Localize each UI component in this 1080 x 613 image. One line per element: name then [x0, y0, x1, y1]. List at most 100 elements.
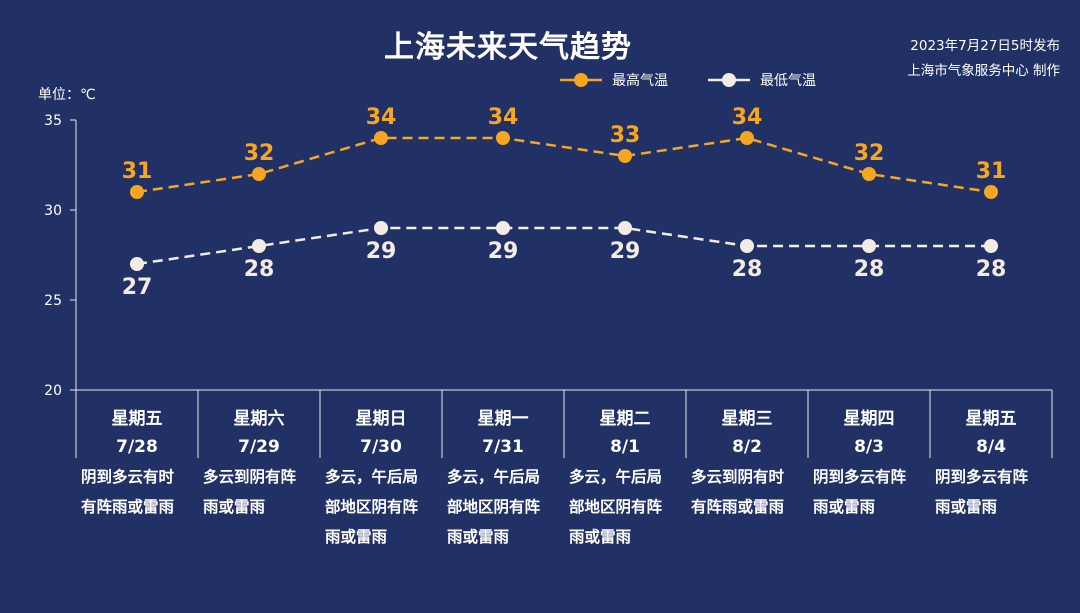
weather-description-line: 雨或雷雨 — [813, 498, 876, 516]
data-point-high — [496, 131, 510, 145]
weather-description-line: 阴到多云有阵 — [935, 468, 1029, 486]
data-point-low — [862, 239, 876, 253]
legend-high-label: 最高气温 — [612, 73, 668, 89]
date-label: 7/30 — [360, 437, 402, 457]
data-label-low: 28 — [976, 257, 1007, 282]
date-label: 7/31 — [482, 437, 524, 457]
weather-description: 阴到多云有阵雨或雷雨 — [813, 462, 925, 522]
legend-item-low: 最低气温 — [708, 70, 816, 90]
weather-description: 阴到多云有时有阵雨或雷雨 — [81, 462, 193, 522]
data-label-high: 34 — [488, 105, 519, 130]
data-label-high: 31 — [976, 159, 1007, 184]
data-label-low: 28 — [244, 257, 275, 282]
day-header: 星期日 7/30 — [320, 392, 442, 458]
y-tick-label: 25 — [44, 293, 62, 309]
weekday-label: 星期三 — [721, 409, 773, 429]
day-header: 星期四 8/3 — [808, 392, 930, 458]
legend-low-marker-icon — [708, 73, 750, 87]
data-label-high: 32 — [244, 141, 275, 166]
weather-description-line: 有阵雨或雷雨 — [81, 498, 175, 516]
weather-description-line: 雨或雷雨 — [325, 528, 388, 546]
data-point-low — [496, 221, 510, 235]
data-label-low: 29 — [488, 239, 519, 264]
data-label-low: 27 — [122, 275, 153, 300]
data-label-low: 29 — [610, 239, 641, 264]
weather-description-line: 阴到多云有时 — [81, 468, 175, 486]
data-point-high — [252, 167, 266, 181]
weather-description-line: 部地区阴有阵 — [447, 498, 541, 516]
weekday-label: 星期一 — [477, 409, 529, 429]
weather-description-line: 阴到多云有阵 — [813, 468, 907, 486]
weather-description: 多云，午后局部地区阴有阵雨或雷雨 — [447, 462, 559, 552]
weather-description-line: 多云，午后局 — [447, 468, 541, 486]
publish-info: 2023年7月27日5时发布 上海市气象服务中心 制作 — [907, 34, 1060, 84]
day-header: 星期六 7/29 — [198, 392, 320, 458]
y-tick-label: 35 — [44, 113, 62, 129]
data-point-low — [740, 239, 754, 253]
producer-credit: 上海市气象服务中心 制作 — [907, 63, 1060, 79]
day-header: 星期一 7/31 — [442, 392, 564, 458]
weekday-label: 星期日 — [355, 409, 407, 429]
date-label: 8/4 — [976, 437, 1006, 457]
data-label-high: 32 — [854, 141, 885, 166]
data-label-high: 31 — [122, 159, 153, 184]
day-header: 星期二 8/1 — [564, 392, 686, 458]
data-label-low: 28 — [732, 257, 763, 282]
date-label: 8/1 — [610, 437, 640, 457]
weather-description-line: 部地区阴有阵 — [325, 498, 419, 516]
weekday-label: 星期五 — [965, 409, 1017, 429]
data-point-high — [618, 149, 632, 163]
data-label-low: 29 — [366, 239, 397, 264]
data-point-low — [374, 221, 388, 235]
weather-description-line: 多云，午后局 — [325, 468, 419, 486]
series-line-high — [136, 136, 992, 194]
weather-description: 多云，午后局部地区阴有阵雨或雷雨 — [325, 462, 437, 552]
data-label-high: 34 — [366, 105, 397, 130]
chart-title: 上海未来天气趋势 — [384, 30, 632, 65]
legend-high-marker-icon — [560, 73, 602, 87]
weather-description: 多云到阴有阵雨或雷雨 — [203, 462, 315, 522]
legend-item-high: 最高气温 — [560, 70, 668, 90]
weather-description-line: 多云到阴有时 — [691, 468, 785, 486]
date-label: 7/28 — [116, 437, 158, 457]
day-header: 星期五 8/4 — [930, 392, 1052, 458]
data-point-high — [984, 185, 998, 199]
weather-description: 多云到阴有时有阵雨或雷雨 — [691, 462, 803, 522]
weather-description-line: 多云到阴有阵 — [203, 468, 297, 486]
weather-description-line: 雨或雷雨 — [569, 528, 632, 546]
data-point-high — [862, 167, 876, 181]
legend-low-label: 最低气温 — [760, 73, 816, 89]
data-point-low — [130, 257, 144, 271]
weather-description-line: 多云，午后局 — [569, 468, 663, 486]
data-point-low — [618, 221, 632, 235]
data-label-low: 28 — [854, 257, 885, 282]
publish-time: 2023年7月27日5时发布 — [910, 38, 1060, 54]
date-label: 8/2 — [732, 437, 762, 457]
weather-description-line: 雨或雷雨 — [447, 528, 510, 546]
weather-description-line: 有阵雨或雷雨 — [691, 498, 785, 516]
data-point-low — [252, 239, 266, 253]
weekday-label: 星期二 — [599, 409, 651, 429]
day-header: 星期五 7/28 — [76, 392, 198, 458]
date-label: 8/3 — [854, 437, 884, 457]
weather-description-line: 雨或雷雨 — [203, 498, 266, 516]
data-label-high: 34 — [732, 105, 763, 130]
weather-description: 阴到多云有阵雨或雷雨 — [935, 462, 1047, 522]
y-tick-label: 20 — [44, 383, 62, 399]
unit-label: 单位：℃ — [38, 87, 96, 103]
weekday-label: 星期六 — [233, 409, 285, 429]
y-tick-label: 30 — [44, 203, 62, 219]
weekday-label: 星期四 — [843, 409, 895, 429]
data-point-low — [984, 239, 998, 253]
data-point-high — [740, 131, 754, 145]
weather-description-line: 部地区阴有阵 — [569, 498, 663, 516]
data-label-high: 33 — [610, 123, 641, 148]
weekday-label: 星期五 — [111, 409, 163, 429]
weather-description-line: 雨或雷雨 — [935, 498, 998, 516]
weather-description: 多云，午后局部地区阴有阵雨或雷雨 — [569, 462, 681, 552]
data-point-high — [374, 131, 388, 145]
date-label: 7/29 — [238, 437, 280, 457]
day-header: 星期三 8/2 — [686, 392, 808, 458]
data-point-high — [130, 185, 144, 199]
